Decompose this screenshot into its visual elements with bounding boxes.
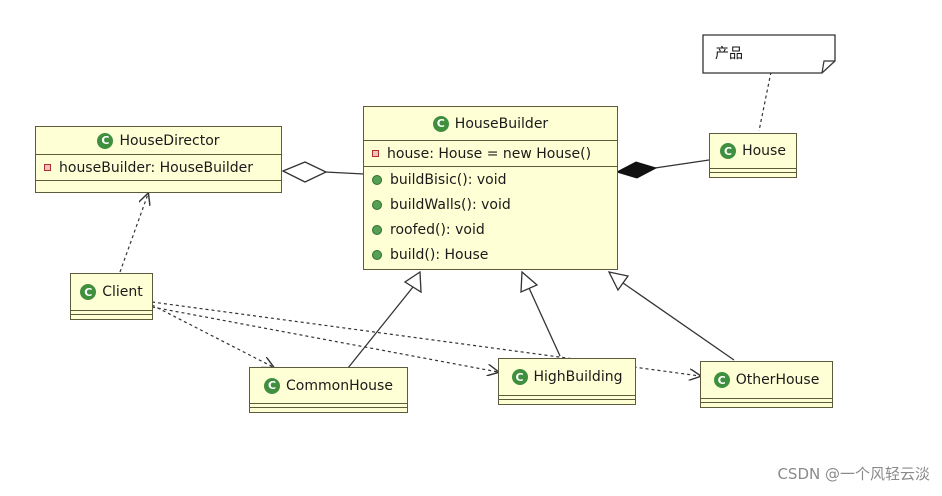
method-icon: [372, 224, 382, 235]
class-common-house[interactable]: C CommonHouse: [249, 367, 408, 413]
class-icon: C: [713, 372, 730, 388]
fields-section: house: House = new House(): [364, 140, 617, 166]
class-header: C HouseDirector: [36, 127, 281, 154]
methods-section: buildBisic(): void buildWalls(): void ro…: [364, 166, 617, 267]
class-name: HouseBuilder: [454, 115, 549, 132]
class-header: C CommonHouse: [250, 368, 407, 403]
class-icon: C: [80, 284, 97, 300]
class-icon: C: [720, 143, 737, 159]
commonhouse-generalization-line: [347, 286, 414, 369]
field-row: house: House = new House(): [364, 141, 617, 166]
method-row: buildBisic(): void: [364, 167, 617, 192]
class-name: HighBuilding: [533, 369, 623, 385]
fields-section: [710, 168, 796, 172]
methods-section: [36, 180, 281, 186]
method-icon: [372, 249, 382, 260]
class-house[interactable]: C House: [709, 133, 797, 178]
fields-section: [499, 395, 635, 399]
class-name: CommonHouse: [286, 377, 393, 394]
composition-line: [654, 159, 710, 169]
client-highbuilding-dependency: [151, 306, 498, 372]
class-header: C OtherHouse: [701, 362, 832, 398]
method-text: buildWalls(): void: [390, 196, 511, 213]
field-text: houseBuilder: HouseBuilder: [59, 159, 254, 176]
class-icon: C: [264, 377, 281, 394]
methods-section: [71, 314, 152, 318]
class-name: HouseDirector: [119, 132, 220, 149]
class-client[interactable]: C Client: [70, 273, 153, 320]
class-icon: C: [97, 132, 114, 149]
methods-section: [499, 399, 635, 403]
class-icon: C: [432, 115, 449, 132]
class-high-building[interactable]: C HighBuilding: [498, 358, 636, 405]
field-text: house: House = new House(): [387, 145, 592, 162]
fields-section: [250, 403, 407, 407]
fields-section: [701, 398, 832, 402]
private-field-icon: [372, 150, 379, 157]
method-icon: [372, 199, 382, 210]
field-row: houseBuilder: HouseBuilder: [36, 155, 281, 180]
client-director-dependency: [119, 194, 148, 273]
fields-section: [71, 310, 152, 314]
class-other-house[interactable]: C OtherHouse: [700, 361, 833, 408]
note-fold: [821, 60, 835, 74]
method-text: build(): House: [390, 246, 489, 263]
watermark: CSDN @一个风轻云淡: [777, 465, 930, 483]
class-header: C Client: [71, 274, 152, 310]
highbuilding-generalization-line: [528, 287, 561, 357]
note-anchor-line: [758, 71, 772, 132]
client-commonhouse-dependency: [151, 304, 273, 367]
method-row: buildWalls(): void: [364, 192, 617, 217]
methods-section: [701, 402, 832, 406]
private-field-icon: [44, 164, 51, 171]
method-icon: [372, 174, 382, 185]
methods-section: [710, 172, 796, 176]
method-text: buildBisic(): void: [390, 171, 507, 188]
class-header: C House: [710, 134, 796, 168]
note-shape: [702, 34, 836, 74]
aggregation-line: [324, 171, 365, 175]
class-house-builder[interactable]: C HouseBuilder house: House = new House(…: [363, 106, 618, 270]
class-name: OtherHouse: [735, 372, 820, 388]
class-name: House: [742, 143, 786, 159]
method-text: roofed(): void: [390, 221, 485, 238]
note-label: 产品: [715, 46, 743, 62]
otherhouse-generalization-triangle: [607, 271, 630, 292]
composition-diamond: [615, 161, 658, 179]
fields-section: houseBuilder: HouseBuilder: [36, 154, 281, 180]
class-name: Client: [102, 284, 143, 300]
commonhouse-generalization-triangle: [403, 270, 422, 294]
class-header: C HouseBuilder: [364, 107, 617, 140]
method-row: roofed(): void: [364, 217, 617, 242]
methods-section: [250, 407, 407, 411]
class-icon: C: [511, 369, 528, 385]
highbuilding-generalization-triangle: [520, 270, 539, 294]
class-house-director[interactable]: C HouseDirector houseBuilder: HouseBuild…: [35, 126, 282, 193]
class-header: C HighBuilding: [499, 359, 635, 395]
client-otherhouse-dependency: [151, 301, 700, 376]
method-row: build(): House: [364, 242, 617, 267]
aggregation-diamond: [281, 161, 328, 183]
otherhouse-generalization-line: [622, 282, 735, 361]
product-note[interactable]: 产品: [703, 35, 835, 73]
